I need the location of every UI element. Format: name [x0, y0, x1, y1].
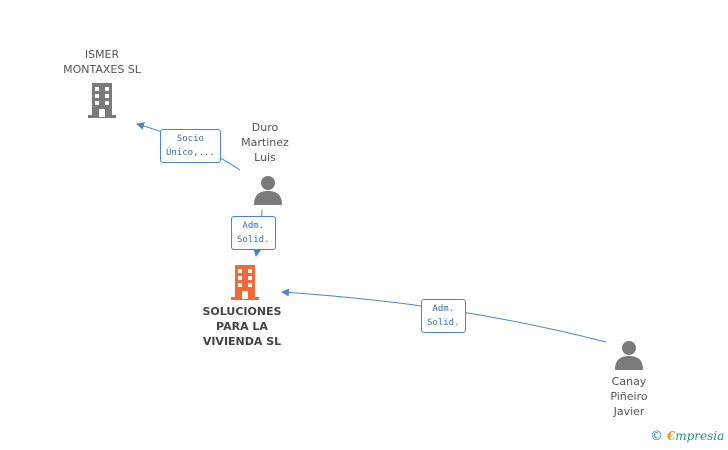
edge-label-line: Solid.	[237, 235, 270, 245]
node-label-canay: Canay Piñeiro Javier	[594, 374, 664, 419]
edge-label-line: Socio	[176, 134, 204, 144]
edge-label-adm-solid-canay[interactable]: Adm. Solid.	[421, 299, 466, 333]
edge-label-socio-unico[interactable]: Socio Único,...	[160, 129, 221, 163]
node-label-line: Piñeiro	[610, 390, 648, 403]
node-label-line: MONTAXES SL	[63, 63, 141, 76]
brand-e: €	[666, 429, 676, 443]
edge-label-line: Adm.	[432, 304, 455, 314]
building-icon[interactable]	[86, 83, 118, 119]
brand-logo: © €mpresia	[650, 429, 724, 444]
node-label-line: Duro	[251, 121, 279, 134]
node-label-ismer: ISMER MONTAXES SL	[52, 47, 152, 77]
edge-label-line: Adm.	[242, 221, 265, 231]
node-label-line: SOLUCIONES	[202, 305, 282, 318]
node-label-line: ISMER	[84, 48, 120, 61]
node-label-soluciones: SOLUCIONES PARA LA VIVIENDA SL	[187, 304, 297, 349]
edge-label-line: Solid.	[427, 318, 460, 328]
node-label-duro: Duro Martinez Luis	[230, 120, 300, 165]
edge-label-line: Único,...	[166, 148, 215, 158]
node-label-line: Luis	[254, 151, 276, 164]
node-label-line: Canay	[611, 375, 647, 388]
node-label-line: Javier	[613, 405, 645, 418]
copyright-icon: ©	[650, 429, 663, 444]
edge-label-adm-solid-duro[interactable]: Adm. Solid.	[231, 216, 276, 250]
person-icon[interactable]	[253, 175, 283, 205]
person-icon[interactable]	[614, 340, 644, 370]
brand-name: mpresia	[675, 429, 725, 443]
building-icon[interactable]	[229, 265, 261, 301]
node-label-line: Martinez	[241, 136, 289, 149]
node-label-line: PARA LA	[216, 320, 268, 333]
node-label-line: VIVIENDA SL	[202, 335, 282, 348]
